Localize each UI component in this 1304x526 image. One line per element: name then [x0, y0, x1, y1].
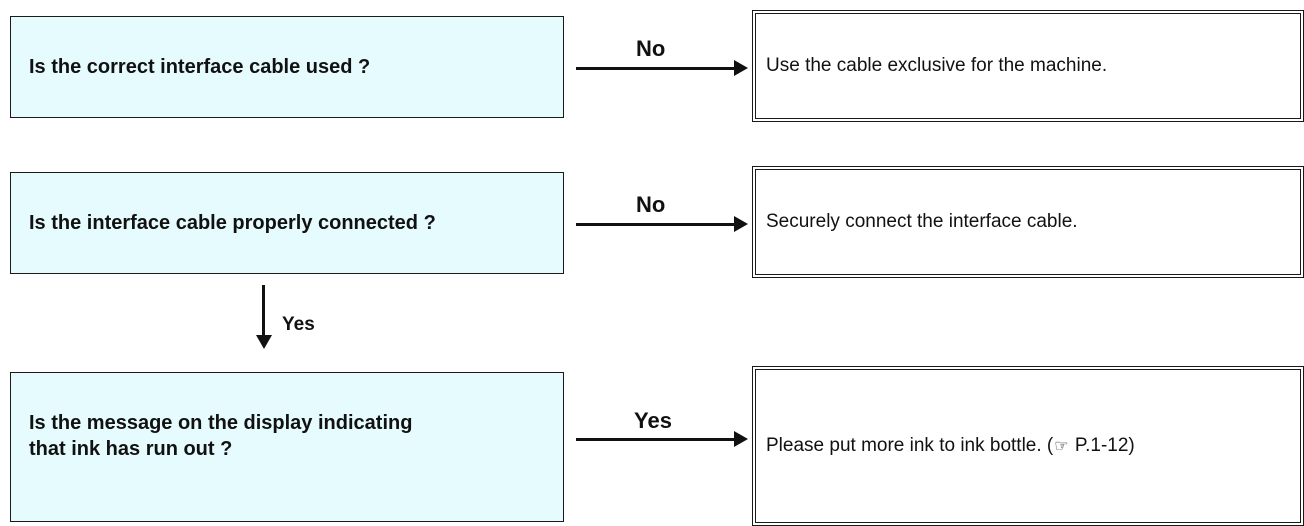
question-text-line2: that ink has run out ?	[29, 438, 233, 460]
arrow-line-2	[576, 223, 738, 226]
arrow-line-1	[576, 67, 738, 70]
arrow-down-line	[262, 285, 265, 337]
action-text: Please put more ink to ink bottle. (☞ P.…	[766, 433, 1135, 460]
action-text: Use the cable exclusive for the machine.	[766, 55, 1108, 76]
arrow-head-1	[734, 60, 748, 76]
reference-hand-icon: ☞	[1054, 437, 1069, 455]
action-add-ink: Please put more ink to ink bottle. (☞ P.…	[752, 366, 1304, 526]
branch-label-yes-down: Yes	[282, 314, 315, 335]
question-cable-connected: Is the interface cable properly connecte…	[10, 172, 564, 274]
arrow-down-head	[256, 335, 272, 349]
arrow-head-3	[734, 431, 748, 447]
action-connect-cable: Securely connect the interface cable.	[752, 166, 1304, 278]
branch-label-no-1: No	[636, 36, 666, 61]
action-text-pre: Please put more ink to ink bottle. (	[766, 434, 1054, 456]
question-text: Is the correct interface cable used ?	[29, 56, 371, 78]
arrow-line-3	[576, 438, 738, 441]
action-use-exclusive-cable: Use the cable exclusive for the machine.	[752, 10, 1304, 122]
action-text-ref: P.1-12)	[1069, 434, 1135, 456]
branch-label-no-2: No	[636, 192, 666, 217]
action-text: Securely connect the interface cable.	[766, 211, 1078, 232]
question-text: Is the interface cable properly connecte…	[29, 212, 436, 234]
branch-label-yes: Yes	[634, 408, 672, 433]
question-ink-run-out: Is the message on the display indicating…	[10, 372, 564, 522]
question-correct-cable: Is the correct interface cable used ?	[10, 16, 564, 118]
question-text-line1: Is the message on the display indicating	[29, 412, 413, 434]
arrow-head-2	[734, 216, 748, 232]
